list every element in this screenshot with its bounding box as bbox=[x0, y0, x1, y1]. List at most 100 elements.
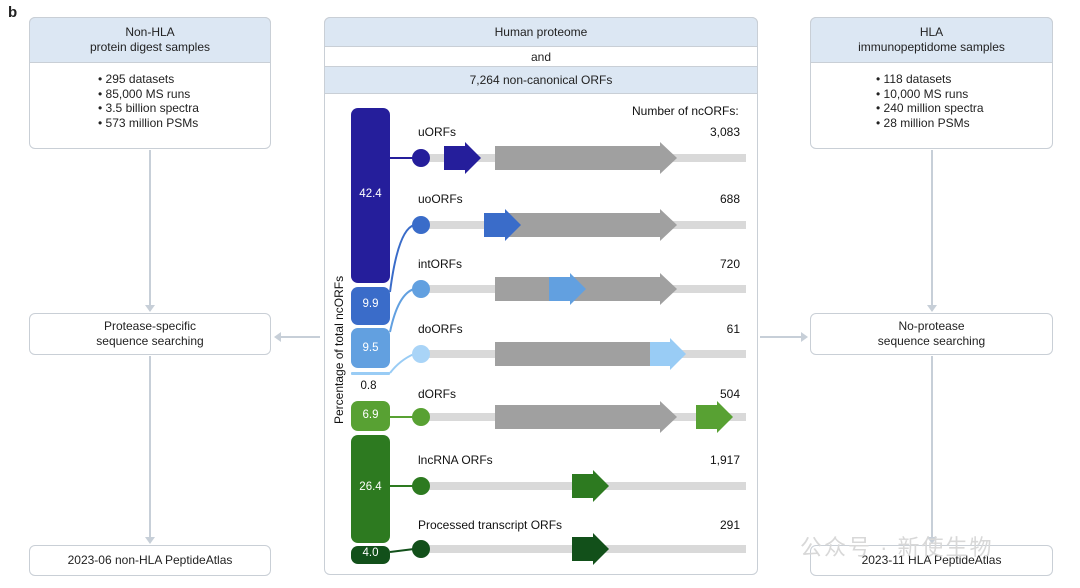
count-lncrna: 1,917 bbox=[709, 453, 740, 467]
panel-letter: b bbox=[8, 4, 18, 21]
center-header-ncorfs: 7,264 non-canonical ORFs bbox=[324, 66, 758, 94]
row-label-lncrna: lncRNA ORFs bbox=[418, 453, 493, 467]
gray-arrow-dorfs-b bbox=[615, 401, 677, 433]
arrow-intorfs bbox=[549, 273, 586, 305]
left-search-line2: sequence searching bbox=[96, 334, 204, 348]
left-sample-header: Non-HLA protein digest samples bbox=[29, 17, 271, 63]
right-connector-bottom bbox=[931, 356, 933, 541]
left-search-line1: Protease-specific bbox=[103, 319, 197, 333]
right-stats-list: 118 datasets 10,000 MS runs 240 million … bbox=[876, 72, 984, 130]
pct-dorfs: 6.9 bbox=[362, 409, 379, 421]
center-header-proteome: Human proteome bbox=[324, 17, 758, 47]
gray-arrow-uoorfs-b bbox=[615, 209, 677, 241]
right-connector-top bbox=[931, 150, 933, 311]
left-connector-bottom bbox=[149, 356, 151, 541]
count-dorfs: 504 bbox=[719, 387, 740, 401]
arrow-lncrna bbox=[572, 470, 609, 502]
right-arrowhead-top bbox=[927, 305, 937, 312]
left-search-box: Protease-specific sequence searching bbox=[29, 313, 271, 355]
count-doorfs: 61 bbox=[726, 322, 740, 336]
count-header: Number of ncORFs: bbox=[632, 104, 739, 118]
left-header-line2: protein digest samples bbox=[89, 40, 211, 54]
circle-uorfs bbox=[412, 149, 430, 167]
circle-doorfs bbox=[412, 345, 430, 363]
circle-dorfs bbox=[412, 408, 430, 426]
left-arrowhead-top bbox=[145, 305, 155, 312]
bar-segment-doorfs bbox=[351, 372, 390, 375]
left-stat-item: 3.5 billion spectra bbox=[98, 101, 199, 116]
left-stat-item: 573 million PSMs bbox=[98, 116, 199, 131]
right-header-line1: HLA bbox=[919, 25, 944, 39]
connector-doorfs bbox=[389, 353, 415, 374]
circle-uoorfs bbox=[412, 216, 430, 234]
connector-uoorfs bbox=[389, 224, 415, 293]
right-horizontal-connector bbox=[760, 336, 801, 338]
right-search-line2: sequence searching bbox=[877, 334, 986, 348]
gray-arrow-uoorfs-a bbox=[495, 213, 628, 237]
right-search-box: No-protease sequence searching bbox=[810, 313, 1053, 355]
right-arrowhead-bottom bbox=[927, 537, 937, 544]
gray-arrow-intorfs-b bbox=[615, 273, 677, 305]
pct-doorfs: 0.8 bbox=[360, 380, 377, 392]
row-label-uoorfs: uoORFs bbox=[418, 192, 463, 206]
left-connector-top bbox=[149, 150, 151, 311]
axis-label: Percentage of total ncORFs bbox=[332, 276, 346, 424]
bar-segment-dorfs bbox=[351, 401, 390, 431]
pct-uorfs: 42.4 bbox=[359, 188, 382, 200]
arrow-processed bbox=[572, 533, 609, 565]
right-horizontal-arrowhead bbox=[801, 332, 808, 342]
pct-intorfs: 9.5 bbox=[362, 342, 379, 354]
left-atlas-label: 2023-06 non-HLA PeptideAtlas bbox=[67, 553, 233, 567]
left-stat-item: 85,000 MS runs bbox=[98, 87, 199, 102]
right-header-line2: immunopeptidome samples bbox=[858, 40, 1005, 54]
count-uoorfs: 688 bbox=[719, 192, 740, 206]
left-stat-item: 295 datasets bbox=[98, 72, 199, 87]
right-search-line1: No-protease bbox=[898, 319, 965, 333]
right-stat-item: 28 million PSMs bbox=[876, 116, 984, 131]
bar-segment-processed bbox=[351, 546, 390, 564]
connector-intorfs bbox=[389, 288, 415, 333]
gray-arrow-uorfs-a bbox=[495, 146, 628, 170]
center-and-label: and bbox=[530, 49, 552, 64]
left-horizontal-connector bbox=[280, 336, 320, 338]
left-header-line1: Non-HLA bbox=[125, 25, 175, 39]
arrow-uoorfs bbox=[484, 209, 521, 241]
arrow-doorfs bbox=[650, 338, 686, 370]
row-label-processed: Processed transcript ORFs bbox=[418, 518, 563, 532]
center-and: and bbox=[324, 47, 758, 67]
right-atlas-box: 2023-11 HLA PeptideAtlas bbox=[810, 545, 1053, 576]
left-horizontal-arrowhead bbox=[274, 332, 281, 342]
row-label-intorfs: intORFs bbox=[418, 257, 463, 271]
gray-arrow-uorfs-b bbox=[615, 142, 677, 174]
bar-segment-uoorfs bbox=[351, 287, 390, 325]
pct-processed: 4.0 bbox=[362, 547, 379, 559]
right-atlas-label: 2023-11 HLA PeptideAtlas bbox=[861, 553, 1002, 567]
circle-processed bbox=[412, 540, 430, 558]
bar-segment-uorfs bbox=[351, 108, 390, 283]
center-header1: Human proteome bbox=[494, 24, 588, 39]
gray-arrow-doorfs-a bbox=[495, 342, 628, 366]
bar-segment-intorfs bbox=[351, 328, 390, 368]
circle-lncrna bbox=[412, 477, 430, 495]
connector-processed bbox=[389, 548, 415, 553]
row-label-dorfs: dORFs bbox=[418, 387, 457, 401]
arrow-uorfs bbox=[444, 142, 481, 174]
arrow-dorfs bbox=[696, 401, 733, 433]
row-label-doorfs: doORFs bbox=[418, 322, 463, 336]
count-uorfs: 3,083 bbox=[709, 125, 740, 139]
right-sample-header: HLA immunopeptidome samples bbox=[810, 17, 1053, 63]
right-stat-item: 240 million spectra bbox=[876, 101, 984, 116]
count-processed: 291 bbox=[719, 518, 740, 532]
row-label-uorfs: uORFs bbox=[418, 125, 457, 139]
center-header2: 7,264 non-canonical ORFs bbox=[469, 72, 613, 87]
bar-segment-lncrna bbox=[351, 435, 390, 543]
gray-arrow-dorfs-a bbox=[495, 405, 628, 429]
watermark: 公众号 · 新使生物 bbox=[800, 535, 994, 560]
count-intorfs: 720 bbox=[719, 257, 740, 271]
left-atlas-box: 2023-06 non-HLA PeptideAtlas bbox=[29, 545, 271, 576]
left-stats-list: 295 datasets 85,000 MS runs 3.5 billion … bbox=[98, 72, 199, 130]
right-stat-item: 10,000 MS runs bbox=[876, 87, 984, 102]
circle-intorfs bbox=[412, 280, 430, 298]
pct-lncrna: 26.4 bbox=[359, 481, 382, 493]
